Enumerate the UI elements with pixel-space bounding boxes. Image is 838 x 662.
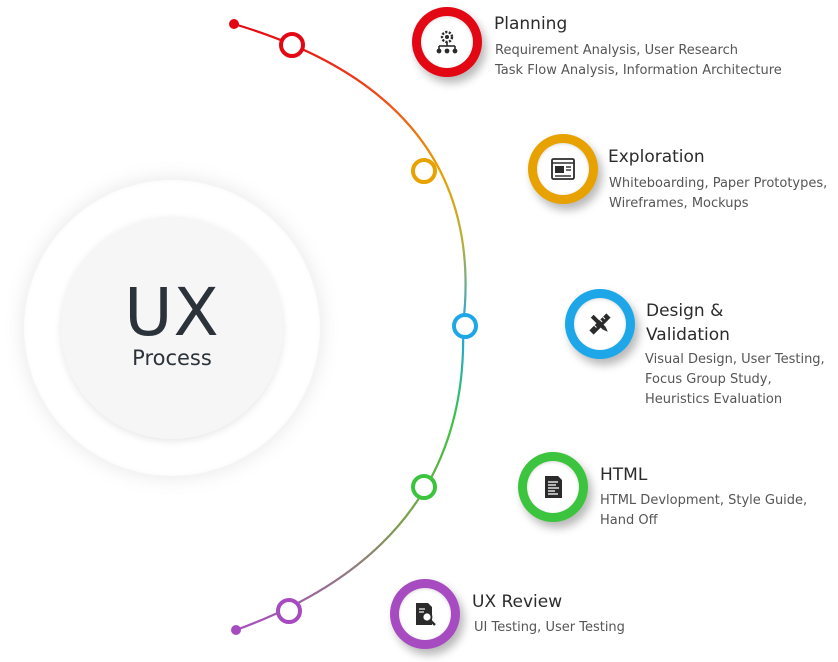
node-review: [276, 598, 302, 624]
code-document-icon: [545, 476, 562, 498]
review-title: UX Review: [472, 592, 563, 612]
node-html: [411, 474, 437, 500]
planning-badge: [412, 7, 482, 77]
hub-title: UX: [124, 274, 220, 351]
planning-title: Planning: [494, 14, 568, 34]
wireframe-icon: [551, 158, 575, 180]
hub-inner-circle: [61, 217, 283, 439]
review-badge: [390, 579, 460, 649]
arc-end-dot: [231, 625, 241, 635]
org-gear-icon: [436, 30, 458, 54]
document-search-icon: [416, 603, 436, 626]
review-description: UI Testing, User Testing: [474, 620, 625, 635]
exploration-badge: [528, 134, 598, 204]
html-badge: [518, 452, 588, 522]
exploration-description: Whiteboarding, Paper Prototypes, Wirefra…: [609, 176, 828, 211]
hub-subtitle: Process: [132, 346, 212, 370]
html-description: HTML Devlopment, Style Guide, Hand Off: [600, 493, 808, 528]
node-exploration: [411, 158, 437, 184]
pen-ruler-icon: [589, 313, 611, 335]
node-planning: [279, 32, 305, 58]
exploration-title: Exploration: [608, 147, 705, 167]
design-title: Design & Validation: [646, 301, 730, 345]
html-title: HTML: [600, 465, 648, 485]
design-description: Visual Design, User Testing, Focus Group…: [645, 352, 825, 407]
design-badge: [565, 289, 635, 359]
arc-start-dot: [229, 19, 239, 29]
node-design: [452, 313, 478, 339]
planning-description: Requirement Analysis, User Research Task…: [495, 43, 782, 78]
